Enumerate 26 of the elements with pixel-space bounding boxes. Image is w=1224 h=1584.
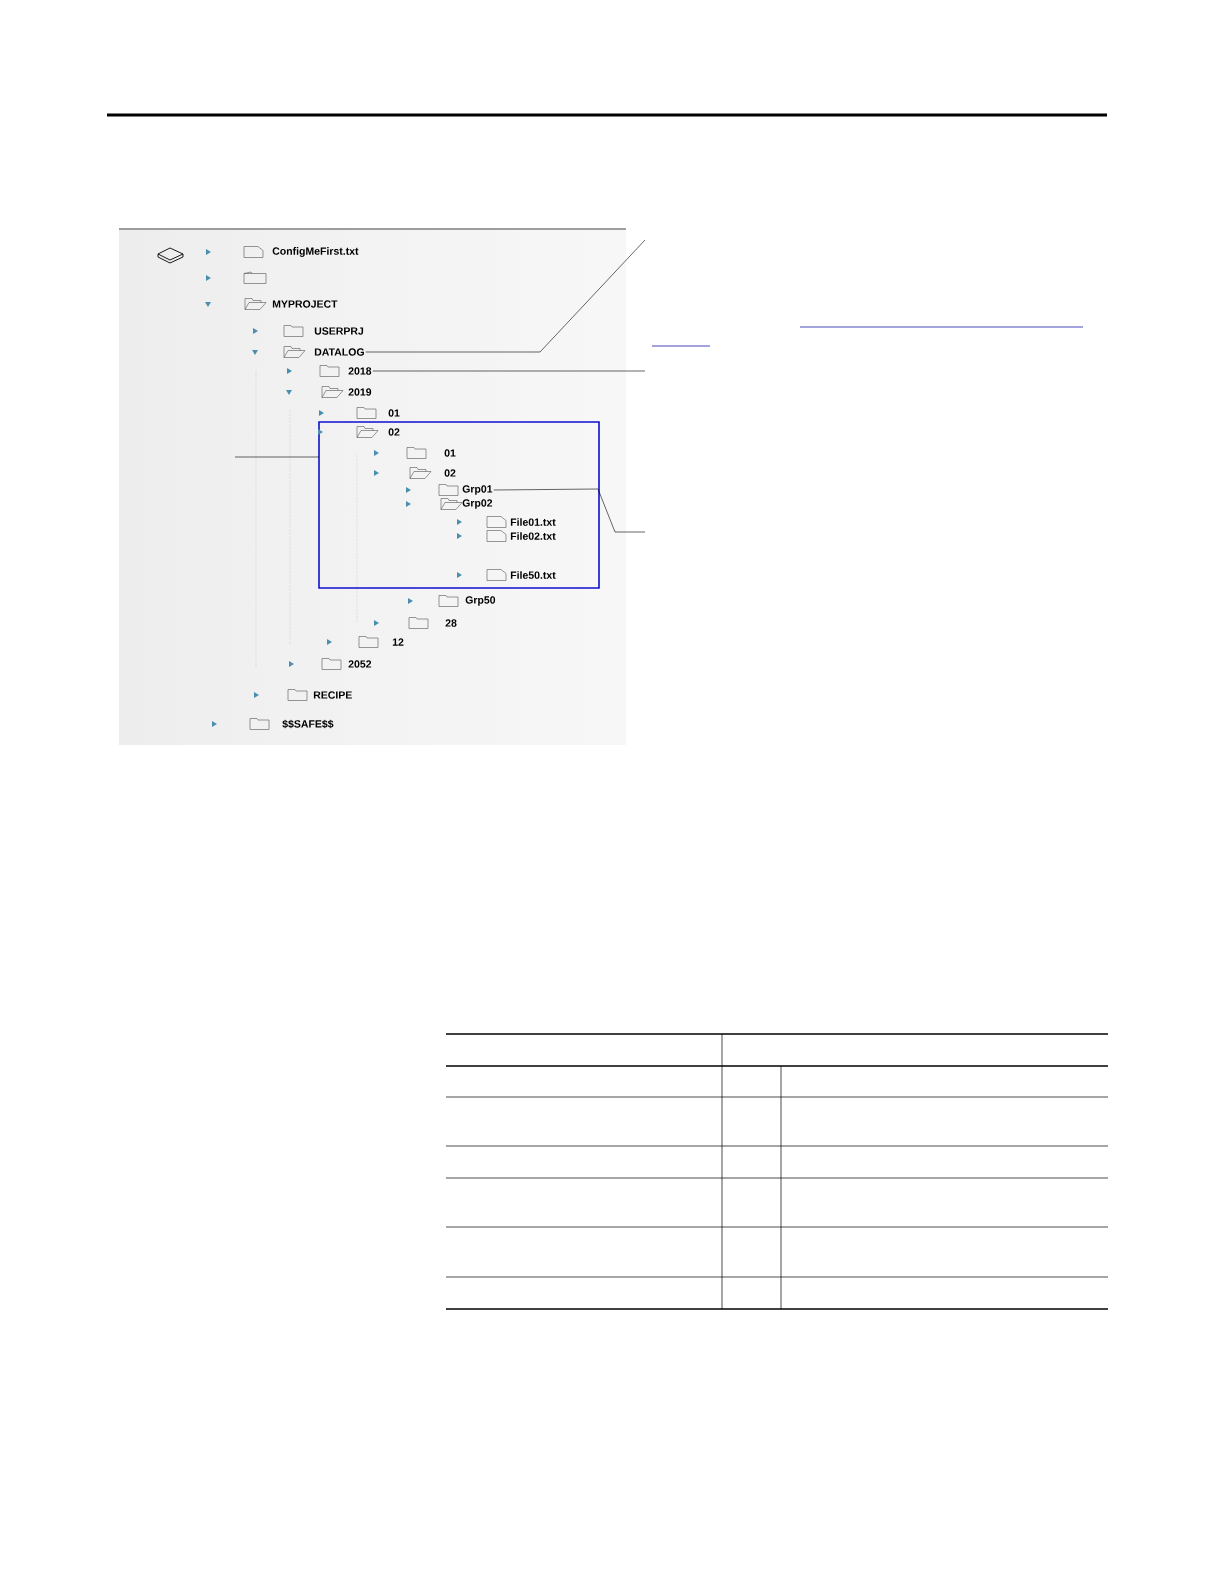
folder-name: Grp01 [462, 485, 493, 495]
leader-line [372, 370, 646, 372]
folder-name: 28 [445, 619, 457, 627]
folder-name: 01 [444, 449, 456, 457]
folder-name: File02.txt [510, 532, 556, 540]
folder-name: File50.txt [510, 571, 556, 579]
leader-line [493, 488, 646, 533]
folder-name: 01 [388, 409, 400, 417]
folder-name: ConfigMeFirst.txt [272, 247, 359, 257]
folder-name: 2018 [348, 367, 372, 375]
folder-name: 2052 [348, 660, 372, 668]
folder-name: 02 [388, 428, 400, 436]
leader-line [234, 456, 320, 458]
folder-name: USERPRJ [314, 327, 364, 335]
folder-name: RECIPE [313, 691, 352, 699]
folder-name: Grp02 [462, 499, 493, 509]
folder-name: 02 [444, 469, 456, 477]
highlight-frame [318, 421, 600, 589]
folder-name: $$SAFE$$ [282, 719, 334, 729]
folder-name: DATALOG [314, 348, 364, 356]
folder-name: File01.txt [510, 518, 556, 526]
folder-name: 2019 [348, 388, 372, 396]
folder-name: 12 [392, 638, 404, 646]
folder-name: MYPROJECT [272, 300, 338, 308]
leader-line [365, 239, 646, 353]
folder-name: Grp50 [465, 596, 496, 606]
